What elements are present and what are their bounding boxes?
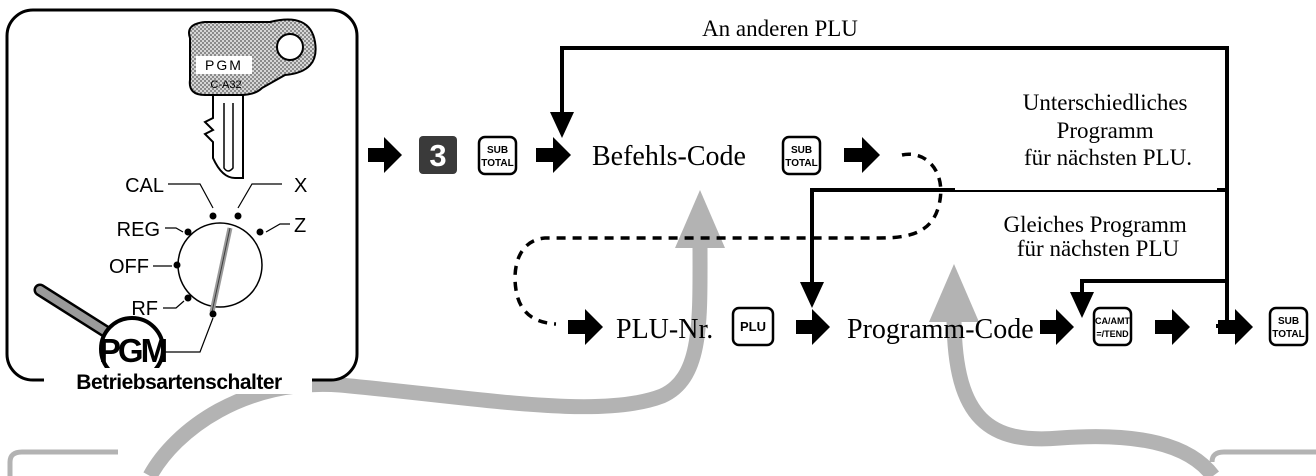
position-off: OFF	[109, 256, 149, 278]
svg-text:SUB: SUB	[791, 145, 812, 156]
arrow-7	[1155, 309, 1190, 345]
flow-row-1: 3 SUB TOTAL Befehls-Code SUB TOTAL	[368, 135, 880, 176]
ca-amt-key	[1092, 306, 1133, 347]
sub-total-key-2	[781, 135, 822, 176]
svg-text:SUB: SUB	[487, 145, 508, 156]
dot-x	[234, 212, 242, 220]
pgm-key-model: C-A32	[210, 79, 241, 91]
sub-total-key-1	[477, 135, 518, 176]
bottom-right-box-fragment	[1209, 449, 1316, 463]
dashed-connector	[513, 152, 943, 326]
svg-text:TOTAL: TOTAL	[785, 158, 817, 169]
gray-swoosh-arrows	[7, 190, 1316, 476]
position-x: X	[294, 175, 307, 197]
loop-same-program	[1080, 279, 1227, 298]
position-rf: RF	[131, 298, 158, 320]
mode-switch-caption: Betriebsartenschalter	[76, 371, 282, 394]
pgm-key-hole	[276, 33, 304, 61]
pgm-key-groove	[223, 103, 234, 172]
befehls-code-label: Befehls-Code	[592, 141, 746, 172]
magnified-pgm-label: PGM	[99, 332, 167, 369]
pgm-key-label-plate	[196, 56, 252, 74]
gray-arrowhead-up-2	[929, 264, 979, 322]
pgm-key: PGM C-A32	[188, 18, 317, 179]
pgm-key-label: PGM	[205, 57, 243, 73]
arrow-4	[568, 309, 603, 345]
pgm-magnifier: PGM	[33, 283, 170, 382]
loop-other-plu	[560, 46, 1229, 185]
same-program-label: Gleiches Programm für nächsten PLU	[1003, 212, 1192, 261]
loop-same-program-arrowhead	[1070, 292, 1094, 318]
gray-arrow-to-befehls-code	[143, 241, 708, 476]
arrow-5	[796, 309, 830, 345]
position-z: Z	[294, 215, 306, 237]
svg-text:SUB: SUB	[1278, 316, 1299, 327]
arrow-1	[368, 137, 402, 173]
position-reg: REG	[117, 219, 160, 241]
loop-other-plu-arrowhead	[550, 112, 574, 138]
dot-off	[173, 261, 181, 269]
programm-code-label: Programm-Code	[847, 314, 1034, 345]
key-3-label: 3	[429, 138, 446, 173]
different-program-label: Unterschiedliches Programm für nächsten …	[1023, 90, 1194, 170]
plu-key	[731, 306, 775, 347]
key-3	[419, 136, 457, 174]
bottom-left-box-fragment	[7, 449, 118, 476]
arrow-3	[844, 137, 880, 173]
arrow-8	[1218, 309, 1253, 345]
svg-text:=/TEND: =/TEND	[1096, 329, 1129, 339]
gray-arrowhead-up-1	[675, 190, 725, 248]
plu-nr-label: PLU-Nr.	[616, 314, 713, 345]
arrow-2	[536, 137, 571, 173]
top-loop-label: An anderen PLU	[702, 16, 858, 41]
dot-pgm	[209, 310, 217, 318]
arrow-6	[1040, 309, 1074, 345]
dot-rf	[184, 294, 192, 302]
position-cal: CAL	[125, 175, 164, 197]
svg-text:PLU: PLU	[740, 319, 766, 334]
svg-text:TOTAL: TOTAL	[481, 158, 513, 169]
svg-text:CA/AMT: CA/AMT	[1095, 316, 1130, 326]
loop-different-program-arrowhead	[800, 282, 824, 308]
svg-text:TOTAL: TOTAL	[1272, 329, 1304, 340]
dot-reg	[184, 228, 192, 236]
sub-total-key-3	[1268, 306, 1309, 347]
mode-dial: CAL REG OFF RF X Z	[109, 175, 307, 353]
dot-z	[256, 228, 264, 236]
dot-cal	[209, 212, 217, 220]
mode-switch-panel: PGM C-A32 CAL REG OFF	[5, 8, 359, 394]
flow-row-2: PLU-Nr. PLU Programm-Code CA/AMT =/TEND …	[568, 306, 1309, 347]
gray-arrow-to-programm-code	[946, 319, 1220, 476]
